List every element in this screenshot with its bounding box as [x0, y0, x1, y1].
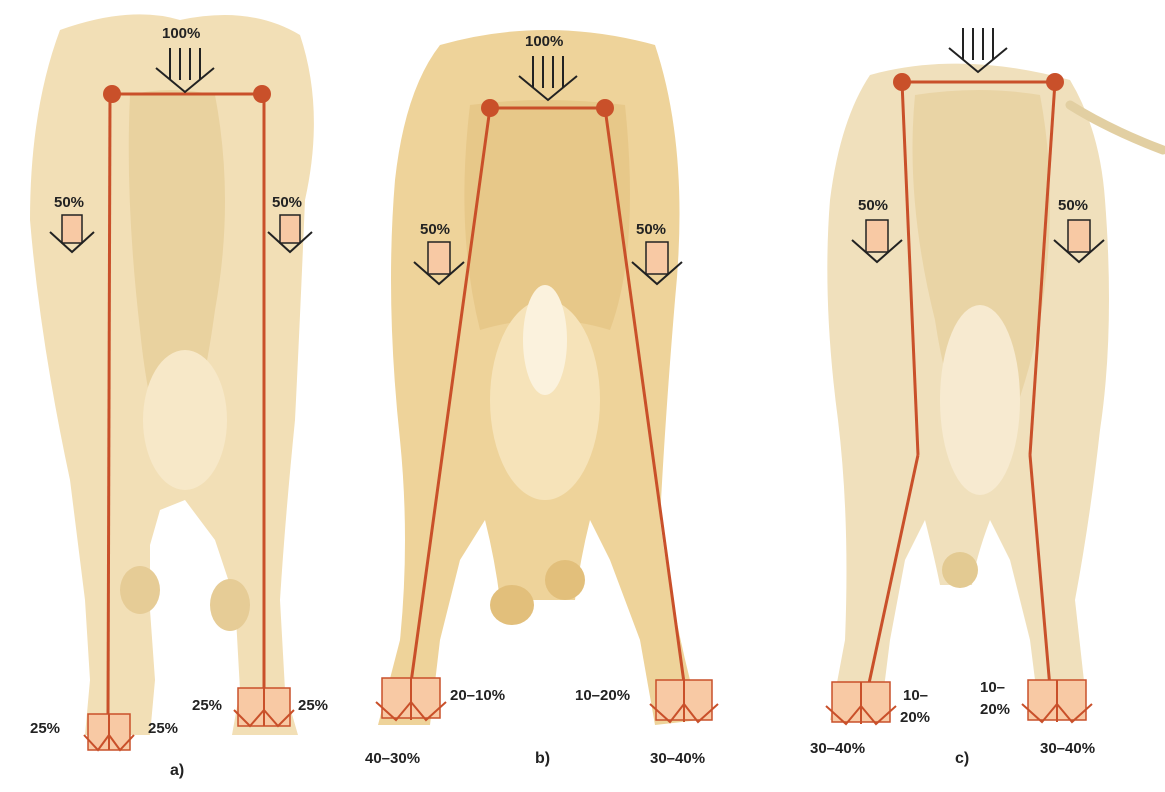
top-load-label-a: 100% — [162, 25, 200, 42]
left-load-label-c: 50% — [858, 197, 888, 214]
udder-highlight-b — [523, 285, 567, 395]
claw-label-a-2: 25% — [148, 720, 178, 737]
hip-joint-left-b — [481, 99, 499, 117]
claw-label-a-4: 25% — [298, 697, 328, 714]
hip-joint-right-c — [1046, 73, 1064, 91]
udder-c — [940, 305, 1020, 495]
claw-label-b-1: 20–10% — [450, 687, 505, 704]
leg-line-left-a — [108, 94, 110, 715]
claw-label-c-4: 30–40% — [1040, 740, 1095, 757]
claw-left-c — [826, 682, 896, 724]
left-load-label-a: 50% — [54, 194, 84, 211]
panel-caption-a: a) — [170, 762, 184, 779]
claw-label-b-3: 10–20% — [575, 687, 630, 704]
claw-left-a — [84, 714, 134, 750]
claw-right-a — [234, 688, 294, 726]
panel-b: 100% 50% 50% 20–10% 40–30% 10–20% 30–40%… — [365, 30, 718, 767]
claw-label-b-2: 40–30% — [365, 750, 420, 767]
panel-a: 100% 50% 50% 25% 25% 25% 25% a) — [30, 14, 328, 779]
hip-joint-left-c — [893, 73, 911, 91]
right-load-label-b: 50% — [636, 221, 666, 238]
left-load-label-b: 50% — [420, 221, 450, 238]
claw-right-b — [650, 680, 718, 722]
panel-caption-c: c) — [955, 750, 969, 767]
claw-label-a-3: 25% — [192, 697, 222, 714]
claw-label-c-3b: 20% — [980, 701, 1010, 718]
claw-right-c — [1022, 680, 1092, 722]
hip-joint-left-a — [103, 85, 121, 103]
rear-hoof-left-b — [490, 585, 534, 625]
claw-label-c-1a: 10– — [903, 687, 928, 704]
right-load-label-a: 50% — [272, 194, 302, 211]
rear-hoof-right-a — [210, 579, 250, 631]
claw-left-b — [376, 678, 446, 720]
rear-hoof-right-b — [545, 560, 585, 600]
claw-label-b-4: 30–40% — [650, 750, 705, 767]
udder-a — [143, 350, 227, 490]
claw-label-a-1: 25% — [30, 720, 60, 737]
claw-label-c-1b: 20% — [900, 709, 930, 726]
panel-caption-b: b) — [535, 750, 550, 767]
claw-label-c-2: 30–40% — [810, 740, 865, 757]
right-load-label-c: 50% — [1058, 197, 1088, 214]
rear-hoof-left-a — [120, 566, 160, 614]
panel-c: 50% 50% 10– 20% 30–40% 10– 20% 30–40% c) — [810, 28, 1163, 767]
top-load-label-b: 100% — [525, 33, 563, 50]
rear-hoof-c — [942, 552, 978, 588]
hip-joint-right-a — [253, 85, 271, 103]
claw-label-c-3a: 10– — [980, 679, 1005, 696]
hip-joint-right-b — [596, 99, 614, 117]
